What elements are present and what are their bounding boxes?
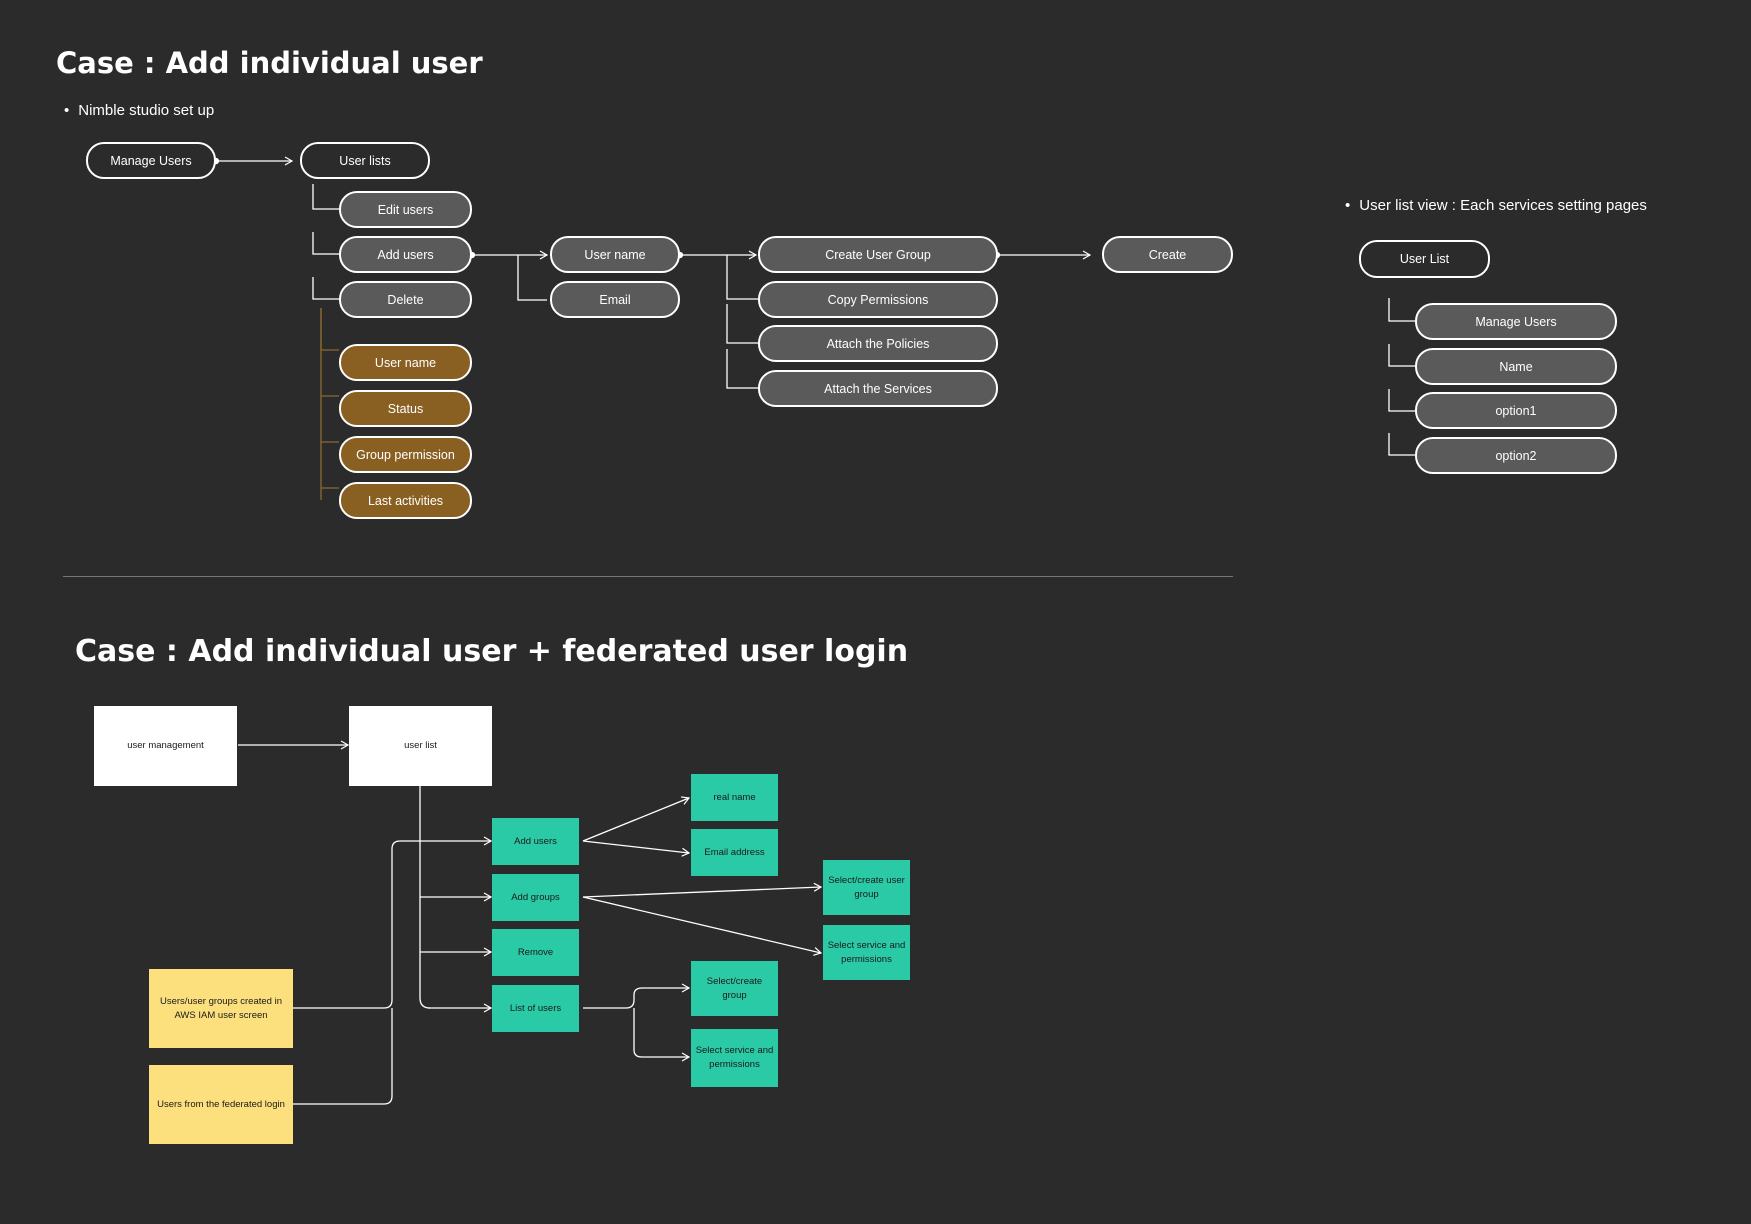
section1-bullet: Nimble studio set up	[64, 102, 214, 119]
node-edit-users: Edit users	[339, 191, 472, 228]
node-email: Email	[550, 281, 680, 318]
edge-add-to-email	[582, 840, 691, 857]
edge-groups-to-usergroup	[582, 882, 823, 898]
node-create-user-group: Create User Group	[758, 236, 998, 273]
node-col-last-activities: Last activities	[339, 482, 472, 519]
edge-add-to-realname	[582, 796, 691, 842]
node-manage-users: Manage Users	[86, 142, 216, 179]
edge-userlists-delete	[312, 277, 339, 300]
node-real-name: real name	[691, 774, 778, 821]
edge-side-1	[1388, 298, 1415, 322]
node-add-users: Add users	[339, 236, 472, 273]
sidepanel-item-option2: option2	[1415, 437, 1617, 474]
edge-federated-join	[293, 1008, 393, 1105]
node-delete: Delete	[339, 281, 472, 318]
sidepanel-root: User List	[1359, 240, 1490, 278]
node-user-name: User name	[550, 236, 680, 273]
edge-add-to-email	[517, 255, 547, 301]
node-select-service-permissions-a: Select service and permissions	[823, 925, 910, 980]
edge-userlists-add	[312, 232, 339, 255]
edge-list-to-service	[633, 1008, 691, 1062]
node-create: Create	[1102, 236, 1233, 273]
section-divider	[63, 576, 1233, 577]
node-add-users-2: Add users	[492, 818, 579, 865]
section1-title: Case : Add individual user	[56, 46, 483, 80]
node-federated-users: Users from the federated login	[149, 1065, 293, 1144]
node-user-list: user list	[349, 706, 492, 786]
edge-side-3	[1388, 389, 1415, 412]
node-list-of-users: List of users	[492, 985, 579, 1032]
gold-connectors	[320, 308, 339, 500]
node-copy-permissions: Copy Permissions	[758, 281, 998, 318]
node-add-groups: Add groups	[492, 874, 579, 921]
node-attach-services: Attach the Services	[758, 370, 998, 407]
sidepanel-bullet: User list view : Each services setting p…	[1345, 197, 1647, 214]
edge-side-2	[1388, 344, 1415, 367]
node-select-create-group: Select/create group	[691, 961, 778, 1016]
node-user-management: user management	[94, 706, 237, 786]
edge-iam-join	[293, 840, 420, 1009]
sidepanel-item-name: Name	[1415, 348, 1617, 385]
edge-list-to-group	[583, 983, 691, 1009]
edge-side-4	[1388, 433, 1415, 456]
node-remove: Remove	[492, 929, 579, 976]
node-user-lists: User lists	[300, 142, 430, 179]
section2-title: Case : Add individual user + federated u…	[75, 634, 909, 669]
sidepanel-item-manage-users: Manage Users	[1415, 303, 1617, 340]
edge-userlists-edit	[312, 184, 339, 210]
node-col-group-permission: Group permission	[339, 436, 472, 473]
edge-to-policies	[726, 304, 758, 344]
node-select-service-permissions-b: Select service and permissions	[691, 1029, 778, 1087]
node-col-status: Status	[339, 390, 472, 427]
edge-to-copy	[726, 255, 758, 300]
edge-groups-to-service	[582, 896, 823, 956]
node-select-create-user-group: Select/create user group	[823, 860, 910, 915]
edge-to-services	[726, 349, 758, 389]
node-attach-policies: Attach the Policies	[758, 325, 998, 362]
node-iam-users: Users/user groups created in AWS IAM use…	[149, 969, 293, 1048]
node-email-address: Email address	[691, 829, 778, 876]
node-col-user-name: User name	[339, 344, 472, 381]
sidepanel-item-option1: option1	[1415, 392, 1617, 429]
